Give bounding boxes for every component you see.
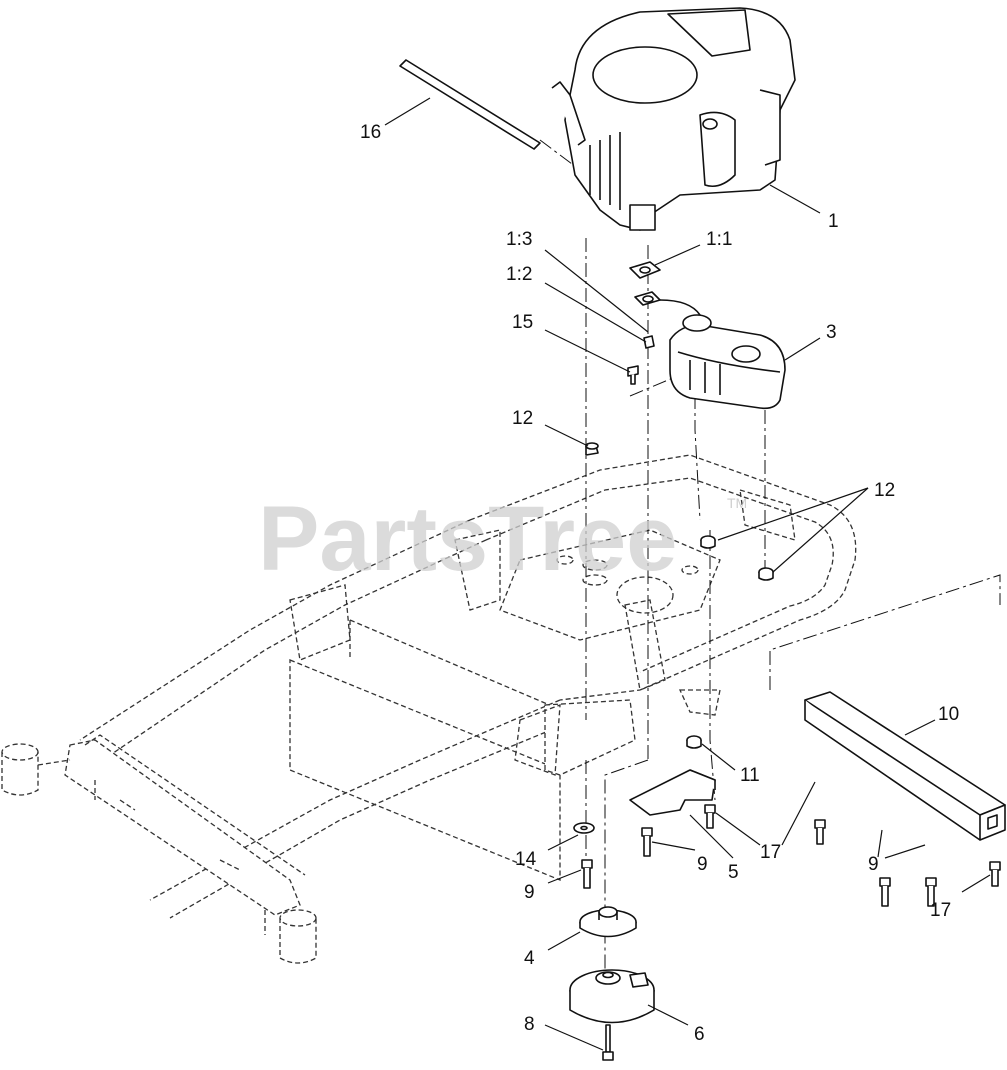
pulley — [579, 906, 637, 938]
callout-9-right: 9 — [868, 854, 879, 875]
dipstick-tube — [399, 59, 541, 150]
callout-8: 8 — [524, 1014, 535, 1035]
callout-5: 5 — [728, 862, 739, 883]
clutch-bracket — [629, 769, 716, 816]
flange-nuts — [585, 442, 774, 581]
callout-9-center: 9 — [697, 854, 708, 875]
callout-1-1: 1:1 — [706, 229, 732, 250]
clutch-bolt — [602, 1024, 614, 1061]
callout-12-left: 12 — [512, 408, 533, 429]
callout-3: 3 — [826, 322, 837, 343]
callout-9-left: 9 — [524, 882, 535, 903]
callout-10: 10 — [938, 704, 959, 725]
callout-15: 15 — [512, 312, 533, 333]
callout-1-3: 1:3 — [506, 229, 532, 250]
callout-14: 14 — [515, 849, 537, 870]
engine — [551, 7, 796, 231]
callout-17-center: 17 — [760, 842, 781, 863]
callout-16: 16 — [360, 122, 381, 143]
callout-1-2: 1:2 — [506, 264, 532, 285]
callout-11: 11 — [740, 765, 760, 786]
hex-bolts — [581, 827, 937, 907]
electric-clutch — [569, 969, 655, 1024]
washer — [573, 822, 595, 834]
leader-lines — [384, 97, 991, 1051]
support-bar — [804, 691, 1006, 841]
watermark: PartsTree TM — [258, 488, 747, 590]
watermark-text: PartsTree — [258, 488, 677, 590]
mower-frame — [1, 454, 857, 964]
muffler-bolt — [627, 365, 639, 385]
shoulder-bolts — [704, 804, 1001, 887]
callout-1: 1 — [828, 211, 839, 232]
callout-17-right: 17 — [930, 900, 951, 921]
hex-nut — [686, 735, 702, 749]
callout-12-right: 12 — [874, 480, 895, 501]
callout-6: 6 — [694, 1024, 705, 1045]
watermark-trademark: TM — [727, 495, 747, 511]
callout-numbers: 16 1 1:3 1:1 1:2 15 3 12 12 10 11 14 9 9… — [360, 122, 959, 1045]
muffler — [659, 299, 786, 410]
callout-4: 4 — [524, 948, 535, 969]
